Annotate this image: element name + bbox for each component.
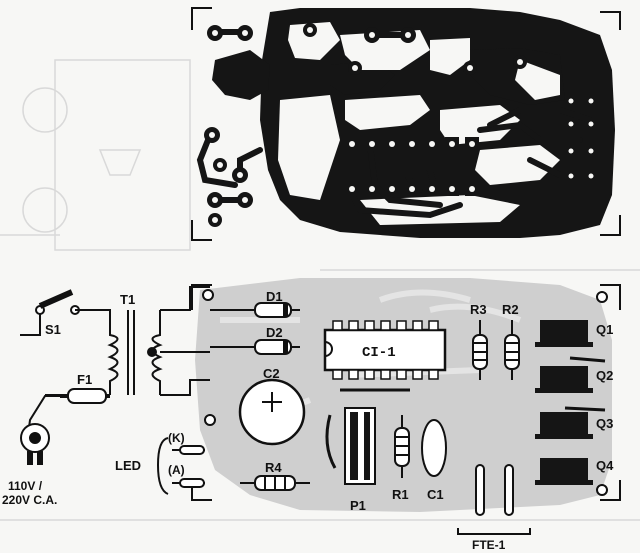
label-t1: T1 (120, 292, 135, 307)
bottom-board (20, 278, 621, 535)
resistor-r3 (472, 320, 488, 380)
label-q2: Q2 (596, 368, 613, 383)
led-leads (156, 437, 205, 495)
mains-plug-icon (20, 423, 50, 465)
label-fte1: FTE-1 (472, 538, 506, 552)
transformer-t1 (45, 286, 210, 396)
label-r3: R3 (470, 302, 487, 317)
trimmer-p1 (325, 407, 376, 485)
diode-d1 (210, 302, 300, 318)
label-q3: Q3 (596, 416, 613, 431)
label-q4: Q4 (596, 458, 614, 473)
label-q1: Q1 (596, 322, 613, 337)
top-pads (204, 23, 527, 227)
background-schematic-ghost (0, 59, 640, 521)
ic-ci1 (323, 320, 447, 380)
label-led: LED (115, 458, 141, 473)
label-d2: D2 (266, 325, 283, 340)
label-p1: P1 (350, 498, 366, 513)
label-ci1: CI-1 (362, 345, 396, 361)
label-mains-1: 110V / (8, 479, 43, 493)
label-c1: C1 (427, 487, 444, 502)
label-s1: S1 (45, 322, 61, 337)
label-r1: R1 (392, 487, 409, 502)
transistor-q3 (535, 406, 606, 439)
top-transistor-pads (565, 95, 597, 182)
resistor-r1 (394, 415, 410, 478)
transistor-q4 (535, 458, 593, 485)
label-d1: D1 (266, 289, 283, 304)
resistor-r4 (240, 475, 310, 491)
label-c2: C2 (263, 366, 280, 381)
diode-d2 (210, 339, 300, 355)
label-mains-2: 220V C.A. (2, 493, 57, 507)
top-board-copper (191, 7, 621, 241)
switch-s1 (20, 289, 80, 336)
label-led-k: (K) (168, 431, 185, 445)
transistor-q1 (535, 320, 593, 347)
top-ic-pads (345, 137, 479, 196)
capacitor-c2 (238, 378, 306, 446)
capacitor-c1 (421, 419, 447, 477)
component-labels: S1 T1 F1 D1 D2 C2 CI-1 R3 R2 Q1 Q2 Q3 Q4… (2, 289, 614, 552)
label-f1: F1 (77, 372, 92, 387)
label-r2: R2 (502, 302, 519, 317)
label-led-a: (A) (168, 463, 185, 477)
resistor-r2 (504, 320, 520, 380)
fte1-leads (457, 464, 531, 535)
top-corner-marks (191, 7, 621, 241)
mounting-holes (202, 289, 608, 496)
transistor-q2 (535, 356, 606, 393)
label-r4: R4 (265, 460, 282, 475)
